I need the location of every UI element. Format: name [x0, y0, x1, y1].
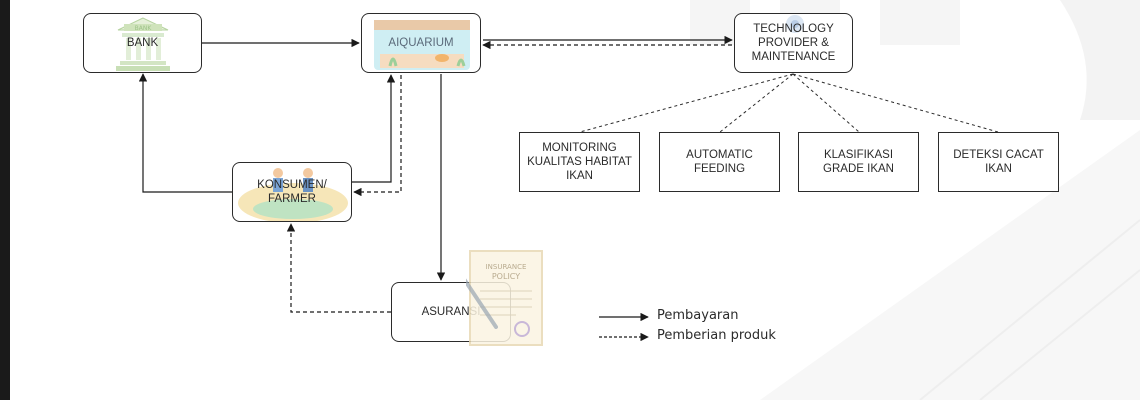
bank-sign-text: BANK [135, 25, 153, 32]
klasifikasi-node: KLASIFIKASI GRADE IKAN [798, 132, 919, 192]
aiquarium-label: AIQUARIUM [388, 37, 454, 49]
aquarium-icon [374, 20, 470, 70]
technology-provider-label: TECHNOLOGY PROVIDER & MAINTENANCE [751, 23, 836, 63]
policy-doc-line2: POLICY [492, 272, 520, 281]
technology-icon [786, 15, 804, 33]
konsumen-farmer-label: KONSUMEN/ FARMER [257, 179, 327, 205]
policy-doc-line1: INSURANCE [486, 263, 527, 271]
aiquarium-node: AIQUARIUM [361, 13, 481, 73]
legend-solid-label: Pembayaran [657, 308, 739, 323]
konsumen-farmer-node: KONSUMEN/ FARMER [232, 162, 352, 222]
automatic-feeding-label: AUTOMATIC FEEDING [686, 149, 753, 175]
monitoring-label: MONITORING KUALITAS HABITAT IKAN [527, 142, 632, 182]
monitoring-node: MONITORING KUALITAS HABITAT IKAN [519, 132, 640, 192]
deteksi-node: DETEKSI CACAT IKAN [938, 132, 1059, 192]
bank-node: BANK BANK [83, 13, 202, 73]
legend-dashed-label: Pemberian produk [657, 328, 776, 343]
asuransi-label: ASURANSI [421, 306, 481, 318]
farmer-illustration-icon [238, 168, 348, 221]
bank-building-icon: BANK [116, 17, 170, 71]
insurance-policy-document-icon: INSURANCE POLICY [466, 250, 543, 346]
automatic-feeding-node: AUTOMATIC FEEDING [659, 132, 780, 192]
technology-provider-node: TECHNOLOGY PROVIDER & MAINTENANCE [734, 13, 853, 73]
window-frame-edge [0, 0, 10, 400]
bank-label: BANK [126, 37, 159, 49]
klasifikasi-label: KLASIFIKASI GRADE IKAN [823, 149, 894, 175]
deteksi-label: DETEKSI CACAT IKAN [953, 149, 1044, 175]
